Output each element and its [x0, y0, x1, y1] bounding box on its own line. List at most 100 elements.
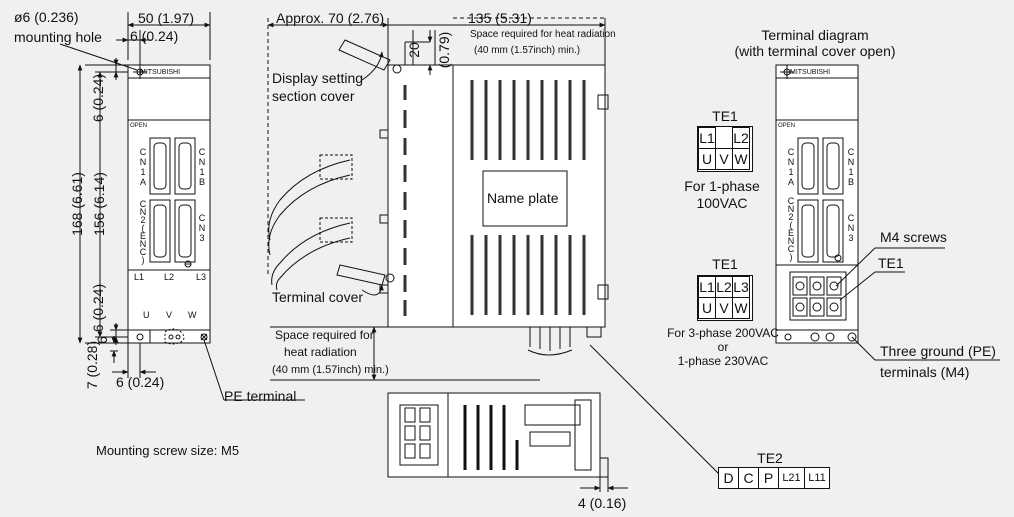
bottom-offset-dimension: 6 (0.24): [90, 283, 106, 333]
td-cn1b-char: C: [847, 147, 855, 157]
terminal-w: W: [188, 310, 197, 320]
te1-single-cell: W: [732, 148, 750, 170]
cn1b-char: 1: [199, 167, 205, 177]
te1-three-title: TE1: [712, 256, 738, 272]
cn1a-char: N: [139, 157, 147, 167]
cn2-char: 2: [140, 215, 146, 225]
cn2-char: N: [139, 207, 147, 217]
td-cn1b-char: B: [847, 177, 854, 187]
te1-three-cell: W: [732, 297, 750, 319]
td-cn2-char: N: [787, 236, 795, 246]
cn2-label: C N 2 ( E N C ): [138, 199, 148, 265]
cn2-char: C: [139, 247, 147, 257]
te1-single-title: TE1: [712, 108, 738, 124]
te1-three-caption2: or: [717, 340, 729, 354]
cn1a-char: 1: [140, 167, 146, 177]
height-168-dimension: 168 (6.61): [69, 172, 85, 236]
te2-cell: C: [738, 467, 759, 489]
space-top-line2: (40 mm (1.57inch) min.): [474, 45, 581, 56]
td-cn1b-label: C N 1 B: [846, 147, 856, 187]
td-te1-label: TE1: [878, 255, 904, 271]
te1-single-cell: L2: [732, 127, 750, 149]
terminal-diagram-unit: [775, 64, 1000, 361]
terminal-l1: L1: [134, 272, 145, 282]
dim-20: 20: [406, 42, 422, 58]
width-dimension: 50 (1.97): [138, 10, 195, 26]
te1-single-cell: L1: [698, 127, 716, 149]
terminal-l2: L2: [164, 272, 175, 282]
dim-4: 4 (0.16): [578, 495, 627, 511]
te1-single-cell: [715, 127, 733, 149]
td-cn1a-char: C: [787, 147, 795, 157]
terminal-diagram-title2: (with terminal cover open): [734, 43, 896, 59]
cn1a-label: C N 1 A: [138, 147, 148, 187]
vent-slots: [403, 80, 586, 316]
space-top-line1: Space required for heat radiation: [470, 29, 616, 40]
te1-three-cell: U: [698, 297, 716, 319]
bottom-6-dimension: 6 (0.24): [116, 374, 165, 390]
te2-cell: P: [758, 467, 779, 489]
top-offset-dimension: 6 (0.24): [90, 73, 106, 123]
cn2-char: C: [139, 199, 147, 209]
terminal-cover-label: Terminal cover: [272, 289, 364, 305]
td-cn3-char: 3: [848, 233, 854, 243]
td-cn1b-char: N: [847, 157, 855, 167]
td-cn2-char: C: [787, 244, 795, 254]
cn1b-char: C: [198, 147, 206, 157]
te1-three-block: L1 L2 L3 U V W: [697, 275, 753, 321]
td-cn1a-label: C N 1 A: [786, 147, 796, 187]
td-cn1a-char: 1: [788, 167, 794, 177]
td-cn3-char: N: [847, 223, 855, 233]
td-cn1a-char: N: [787, 157, 795, 167]
bottom-7-dimension: 7 (0.28): [84, 340, 100, 390]
te1-three-caption3: 1-phase 230VAC: [677, 354, 769, 368]
dim-079: (0.79): [436, 31, 452, 69]
side-dimensions: [267, 17, 628, 492]
space-bot-line3: (40 mm (1.57inch) min.): [272, 364, 389, 376]
cn2-char: (: [141, 223, 145, 233]
ground-line2: terminals (M4): [880, 364, 970, 380]
td-cn3-char: C: [847, 213, 855, 223]
cn1a-char: C: [139, 147, 147, 157]
width-offset-dimension: 6 (0.24): [130, 28, 179, 44]
terminal-diagram-title1: Terminal diagram: [761, 27, 869, 43]
space-bot-line1: Space required for: [275, 328, 374, 342]
name-plate-label: Name plate: [487, 190, 559, 206]
cn3-label: C N 3: [197, 213, 207, 243]
te2-block: D C P L21 L11: [718, 467, 830, 489]
te1-single-cell: U: [698, 148, 716, 170]
height-156-dimension: 156 (6.14): [91, 172, 107, 236]
space-bot-line2: heat radiation: [284, 345, 357, 359]
approx-depth-dimension: Approx. 70 (2.76): [276, 10, 385, 26]
cn1b-char: N: [198, 157, 206, 167]
depth-dimension: 135 (5.31): [468, 10, 532, 26]
front-dimensions: [59, 12, 305, 401]
te1-three-cell: L2: [715, 276, 733, 298]
cn3-char: N: [198, 223, 206, 233]
cn3-char: C: [198, 213, 206, 223]
te1-three-caption1: For 3-phase 200VAC: [667, 326, 779, 340]
cn1b-label: C N 1 B: [197, 147, 207, 187]
front-view-unit: [127, 64, 211, 345]
screw-size-note: Mounting screw size: M5: [96, 443, 240, 458]
pe-terminal-label: PE terminal: [224, 388, 297, 404]
td-cn1a-char: A: [787, 177, 794, 187]
bottom-view-unit: [387, 344, 721, 478]
terminal-l3: L3: [196, 272, 207, 282]
cn1b-char: B: [198, 177, 205, 187]
ground-line1: Three ground (PE): [880, 343, 996, 359]
td-cn2-char: (: [789, 220, 793, 230]
te2-cell: L21: [778, 467, 805, 489]
td-cn2-char: C: [787, 196, 795, 206]
m4-screws-label: M4 screws: [880, 229, 947, 245]
cn1a-char: A: [139, 177, 146, 187]
cn2-char: ): [141, 255, 145, 265]
cn2-char: N: [139, 239, 147, 249]
terminal-diagram-open: OPEN: [778, 123, 796, 129]
open-label: OPEN: [130, 123, 148, 129]
te2-cell: L11: [804, 467, 830, 489]
te1-single-block: L1 L2 U V W: [697, 126, 753, 172]
display-cover-line2: section cover: [272, 88, 355, 104]
td-cn3-label: C N 3: [846, 213, 856, 243]
